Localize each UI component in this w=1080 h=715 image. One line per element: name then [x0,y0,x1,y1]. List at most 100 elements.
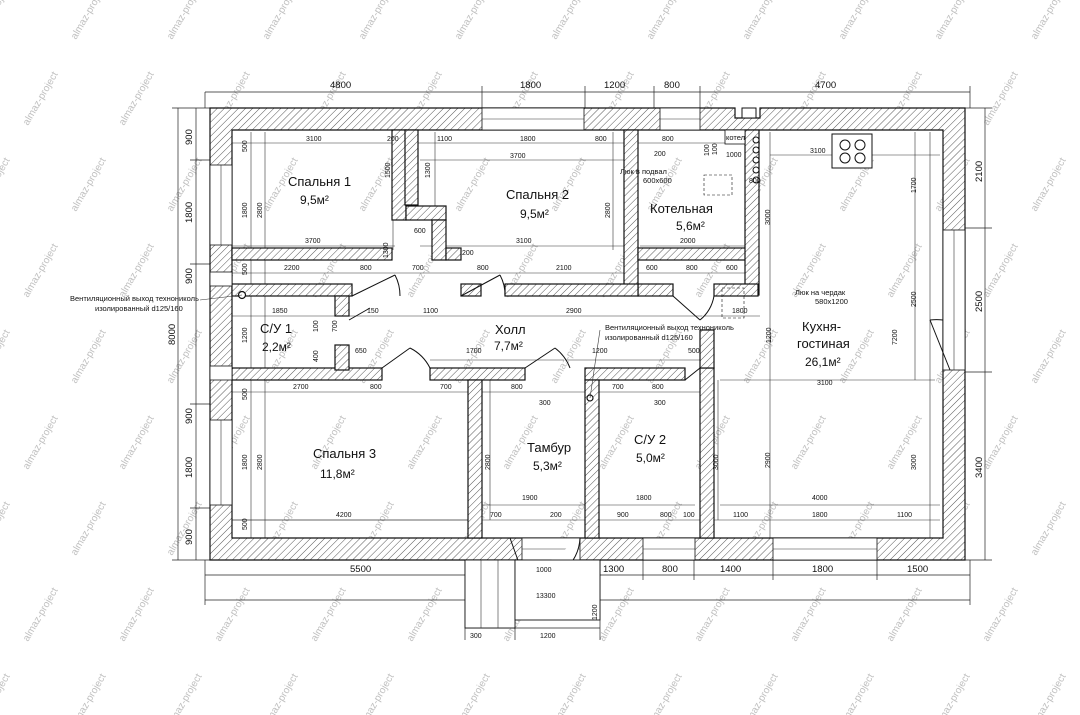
room-name-bedroom3: Спальня 3 [313,446,376,461]
dim-inner: 100 [704,144,711,156]
dim-bottom-5: 1800 [812,564,833,575]
dim-inner: 2700 [293,384,309,391]
dim-left-4: 8000 [167,324,178,345]
dim-inner: 1100 [423,308,438,315]
watermark-text: almaz-project [0,0,13,41]
dim-inner: 2800 [257,202,264,218]
dim-inner: 500 [242,518,249,530]
dim-bottom-1: 5500 [350,564,371,575]
vent-note-1-line1: Вентиляционный выход технониколь [70,294,199,303]
dim-right-1: 2100 [974,161,985,182]
room-area-wc2: 5,0м² [636,451,665,465]
watermark-text: almaz-project [933,672,973,715]
watermark-text: almaz-project [453,0,493,41]
dim-inner: 1500 [385,162,392,178]
room-area-hall: 7,7м² [494,339,523,353]
dim-inner: 800 [477,265,489,272]
watermark-text: almaz-project [981,586,1021,644]
dim-inner: 4200 [336,512,352,519]
watermark-text: almaz-project [741,328,781,386]
watermark-text: almaz-project [549,0,589,41]
dim-top-5: 4700 [815,80,836,91]
dim-right-3: 3400 [974,457,985,478]
dim-inner: 1000 [536,567,552,574]
watermark-text: almaz-project [357,672,397,715]
dim-inner: 2800 [485,454,492,470]
watermark-text: almaz-project [837,672,877,715]
dim-inner: 200 [387,136,399,143]
watermark-text: almaz-project [0,328,13,386]
dims-left: 900 1800 900 8000 900 1800 900 [167,129,195,545]
watermark-text: almaz-project [549,156,589,214]
watermark-text: almaz-project [0,672,13,715]
room-name-bedroom1: Спальня 1 [288,174,351,189]
dim-inner: 1200 [592,348,608,355]
dim-inner: 1100 [437,136,452,143]
dim-inner: 300 [539,400,551,407]
boiler-label: котел [726,133,745,142]
watermark-text: almaz-project [1029,328,1069,386]
dim-inner: 1800 [636,495,652,502]
vent-note-2-line1: Вентиляционный выход технониколь [605,323,734,332]
watermark-text: almaz-project [981,242,1021,300]
dim-inner: 2900 [765,452,772,468]
basement-hatch-line2: 600х600 [643,176,672,185]
dim-inner: 2900 [566,308,582,315]
dim-inner: 3100 [306,136,322,143]
dim-left-3: 900 [184,268,195,284]
dim-inner: 3100 [516,238,532,245]
dim-inner: 2000 [680,238,696,245]
watermark-text: almaz-project [213,586,253,644]
room-name-wc2: С/У 2 [634,432,666,447]
watermark-text: almaz-project [21,586,61,644]
dim-inner: 1200 [242,327,249,343]
watermark-text: almaz-project [69,0,109,41]
dim-inner: 700 [612,384,624,391]
watermark-text: almaz-project [549,672,589,715]
dim-left-5: 900 [184,408,195,424]
dim-top-3: 1200 [604,80,625,91]
dim-inner: 800 [660,512,672,519]
watermark-text: almaz-project [21,242,61,300]
attic-hatch-line1: Люк на чердак [795,288,846,297]
dim-inner: 500 [242,263,249,275]
kitchen-stove-icon [831,133,873,169]
watermark-text: almaz-project [741,0,781,41]
watermark-text: almaz-project [117,242,157,300]
dim-inner: 800 [511,384,523,391]
watermark-text: almaz-project [69,328,109,386]
watermark-text: almaz-project [357,0,397,41]
dim-inner: 4000 [812,495,828,502]
watermark-text: almaz-project [453,672,493,715]
dim-inner: 2200 [284,265,300,272]
dim-inner: 1200 [592,604,599,620]
watermark-text: almaz-project [645,0,685,41]
dim-inner: 3700 [510,153,526,160]
dim-inner: 900 [617,512,629,519]
attic-hatch-line2: 580х1200 [815,297,848,306]
room-area-vestibule: 5,3м² [533,459,562,473]
dim-inner: 800 [360,265,372,272]
dim-inner: 700 [440,384,452,391]
dim-inner: 600 [414,228,426,235]
watermark-text: almaz-project [405,586,445,644]
dim-inner: 1300 [383,242,390,258]
watermark-text: almaz-project [837,0,877,41]
dim-inner: 7200 [892,329,899,345]
dim-inner: 500 [242,140,249,152]
dim-inner: 1200 [540,633,556,640]
dim-inner: 700 [490,512,502,519]
dim-inner: 1200 [766,327,773,343]
watermark-text: almaz-project [933,0,973,41]
dim-inner: 1900 [522,495,538,502]
watermark-text: almaz-project [261,0,301,41]
dim-inner: 150 [367,308,379,315]
dim-inner: 100 [313,320,320,332]
watermark-text: almaz-project [597,414,637,472]
dim-inner: 3700 [305,238,321,245]
dim-inner: 3100 [810,148,826,155]
vent-note-1-line2: изолированный d125/160 [95,304,183,313]
dim-inner: 100 [712,143,719,155]
room-area-bedroom3: 11,8м² [320,467,355,481]
